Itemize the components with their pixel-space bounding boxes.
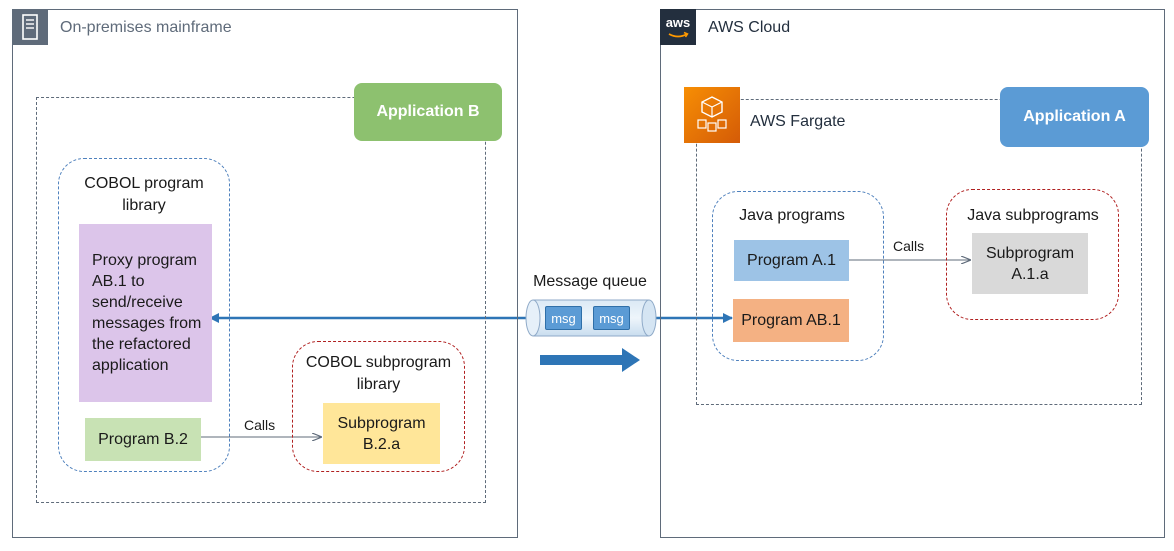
cobol-subprogram-library-title: COBOL subprogram library <box>305 354 452 393</box>
calls-label-left: Calls <box>244 417 276 433</box>
aws-cloud-frame <box>660 9 1165 538</box>
program-b2: Program B.2 <box>85 418 201 461</box>
fargate-label: AWS Fargate <box>750 113 846 130</box>
fargate-container <box>696 99 1142 405</box>
java-subprograms-title: Java subprograms <box>967 207 1099 224</box>
aws-cloud-title: AWS Cloud <box>708 19 791 36</box>
calls-label-right: Calls <box>893 238 925 254</box>
cobol-program-library-title: COBOL program library <box>84 175 204 214</box>
java-programs-title: Java programs <box>739 207 845 224</box>
subprogram-b2a: Subprogram B.2.a <box>323 403 440 464</box>
msg-block-2: msg <box>593 306 630 330</box>
java-subprograms-container <box>946 189 1119 320</box>
java-programs-container <box>712 191 884 361</box>
program-ab1: Program AB.1 <box>733 299 849 342</box>
on-premises-frame <box>12 9 518 538</box>
aws-logo-icon: aws <box>660 9 696 45</box>
proxy-program-ab1: Proxy program AB.1 to send/receive messa… <box>79 224 212 402</box>
msg-block-1: msg <box>545 306 582 330</box>
flow-direction-arrow <box>540 348 640 372</box>
server-icon <box>12 9 48 45</box>
proxy-program-text: Proxy program AB.1 to send/receive messa… <box>92 252 202 374</box>
application-b-container <box>36 97 486 503</box>
subprogram-a1a: Subprogram A.1.a <box>972 233 1088 294</box>
on-premises-title: On-premises mainframe <box>60 19 232 36</box>
cobol-subprogram-library <box>292 341 465 472</box>
message-queue-label: Message queue <box>533 273 647 290</box>
application-a-badge: Application A <box>1000 87 1149 147</box>
program-a1: Program A.1 <box>734 240 849 281</box>
application-b-badge: Application B <box>354 83 502 141</box>
aws-logo-text: aws <box>665 15 691 30</box>
cobol-program-library <box>58 158 230 472</box>
fargate-icon <box>684 87 740 143</box>
